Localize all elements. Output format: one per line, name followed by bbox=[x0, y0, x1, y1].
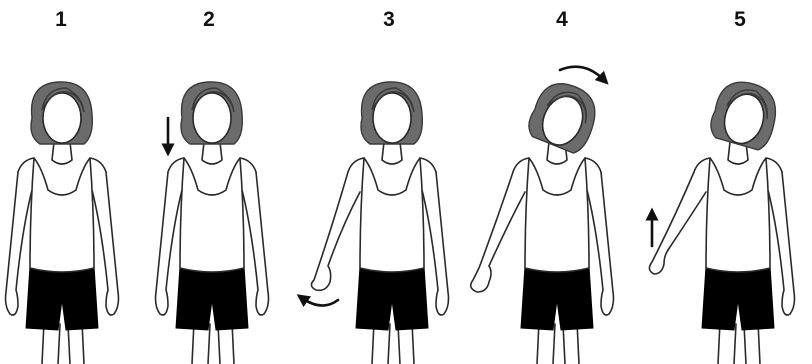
curved-arrow-right-icon bbox=[560, 67, 604, 80]
figure-step-2 bbox=[156, 82, 269, 364]
figure-step-1 bbox=[6, 82, 119, 364]
figure-step-5 bbox=[649, 76, 794, 364]
rotate-arrow-icon bbox=[302, 298, 338, 306]
figure-step-3 bbox=[311, 82, 448, 364]
figure-step-4 bbox=[471, 76, 614, 364]
